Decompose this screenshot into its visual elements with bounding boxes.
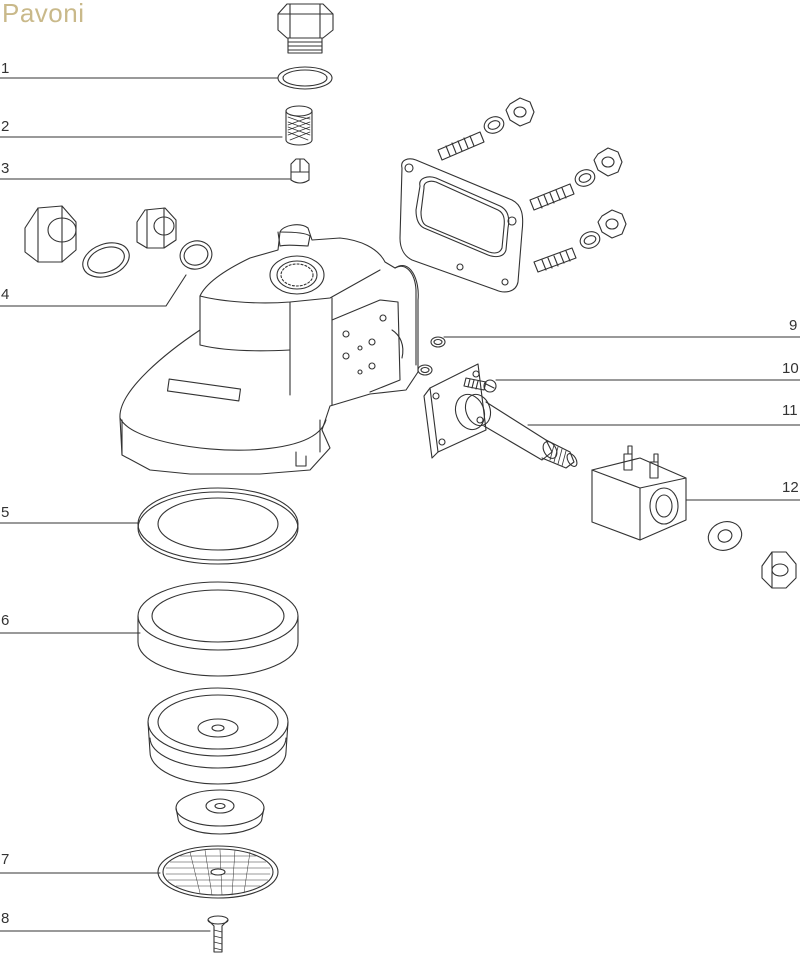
brand-logo-text: Pavoni bbox=[2, 0, 85, 28]
part-9-o-rings bbox=[418, 337, 445, 375]
part-3-jet bbox=[291, 159, 309, 183]
callout-label-5: 5 bbox=[1, 504, 10, 521]
leader-lines bbox=[0, 78, 800, 931]
part-12-coil bbox=[592, 446, 796, 588]
part-1-gasket bbox=[278, 67, 332, 89]
callout-label-12: 12 bbox=[782, 479, 799, 496]
part-6-shower-holder-ring bbox=[138, 582, 298, 676]
gasket-plate bbox=[400, 159, 523, 292]
shower-holder-dish bbox=[148, 688, 288, 784]
part-8-screw bbox=[208, 916, 228, 952]
callout-label-2: 2 bbox=[1, 118, 10, 135]
callout-label-10: 10 bbox=[782, 360, 799, 377]
part-10-screw bbox=[464, 378, 496, 392]
part-7-shower-screen bbox=[158, 846, 278, 898]
callout-label-7: 7 bbox=[1, 851, 10, 868]
group-head-body bbox=[120, 225, 418, 474]
callout-label-6: 6 bbox=[1, 612, 10, 629]
plate-studs-nuts-washers bbox=[438, 98, 626, 272]
diffuser bbox=[176, 790, 264, 834]
part-2-mesh-filter bbox=[286, 106, 312, 145]
top-hex-plug bbox=[278, 4, 333, 53]
leader-line-4 bbox=[0, 275, 186, 306]
callout-label-8: 8 bbox=[1, 910, 10, 927]
part-11-solenoid-valve bbox=[424, 364, 579, 468]
callout-label-11: 11 bbox=[782, 402, 798, 419]
part-5-group-gasket bbox=[138, 488, 298, 564]
callout-label-3: 3 bbox=[1, 160, 10, 177]
callout-label-4: 4 bbox=[1, 286, 10, 303]
callout-label-1: 1 bbox=[1, 60, 10, 77]
part-4-plugs-and-seals bbox=[25, 206, 215, 283]
callout-label-9: 9 bbox=[789, 317, 798, 334]
